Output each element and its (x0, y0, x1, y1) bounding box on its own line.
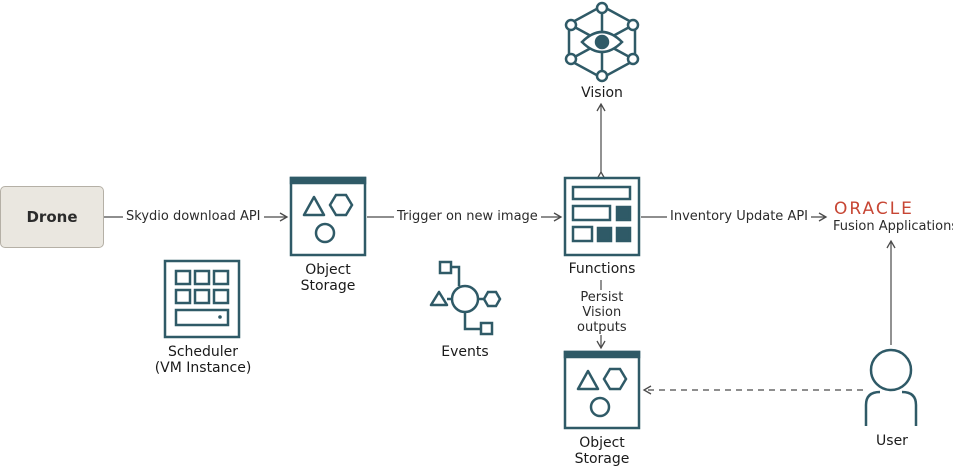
oracle-logo: ORACLE (834, 199, 914, 219)
functions-icon (563, 176, 641, 257)
edge-label-trigger: Trigger on new image (394, 209, 541, 224)
object-storage-bottom-label: Object Storage (574, 435, 630, 467)
user-label: User (876, 433, 908, 449)
object-storage-bottom-icon (563, 350, 641, 430)
functions-label: Functions (568, 261, 636, 277)
vm-instance-icon (163, 259, 241, 339)
fusion-applications-label: Fusion Applications (833, 219, 953, 234)
edge-label-persist: Persist Vision outputs (574, 290, 630, 335)
user-icon (864, 348, 918, 426)
drone-box: Drone (0, 186, 104, 248)
scheduler-label: Scheduler (VM Instance) (154, 344, 252, 376)
events-label: Events (441, 344, 489, 360)
object-storage-icon (289, 176, 367, 257)
object-storage-top-label: Object Storage (300, 262, 356, 294)
vision-icon (564, 1, 640, 83)
edge-label-inventory: Inventory Update API (667, 209, 812, 224)
drone-label: Drone (26, 208, 78, 226)
edge-label-skydio: Skydio download API (123, 209, 264, 224)
events-icon (429, 260, 502, 336)
vision-label: Vision (581, 85, 623, 101)
